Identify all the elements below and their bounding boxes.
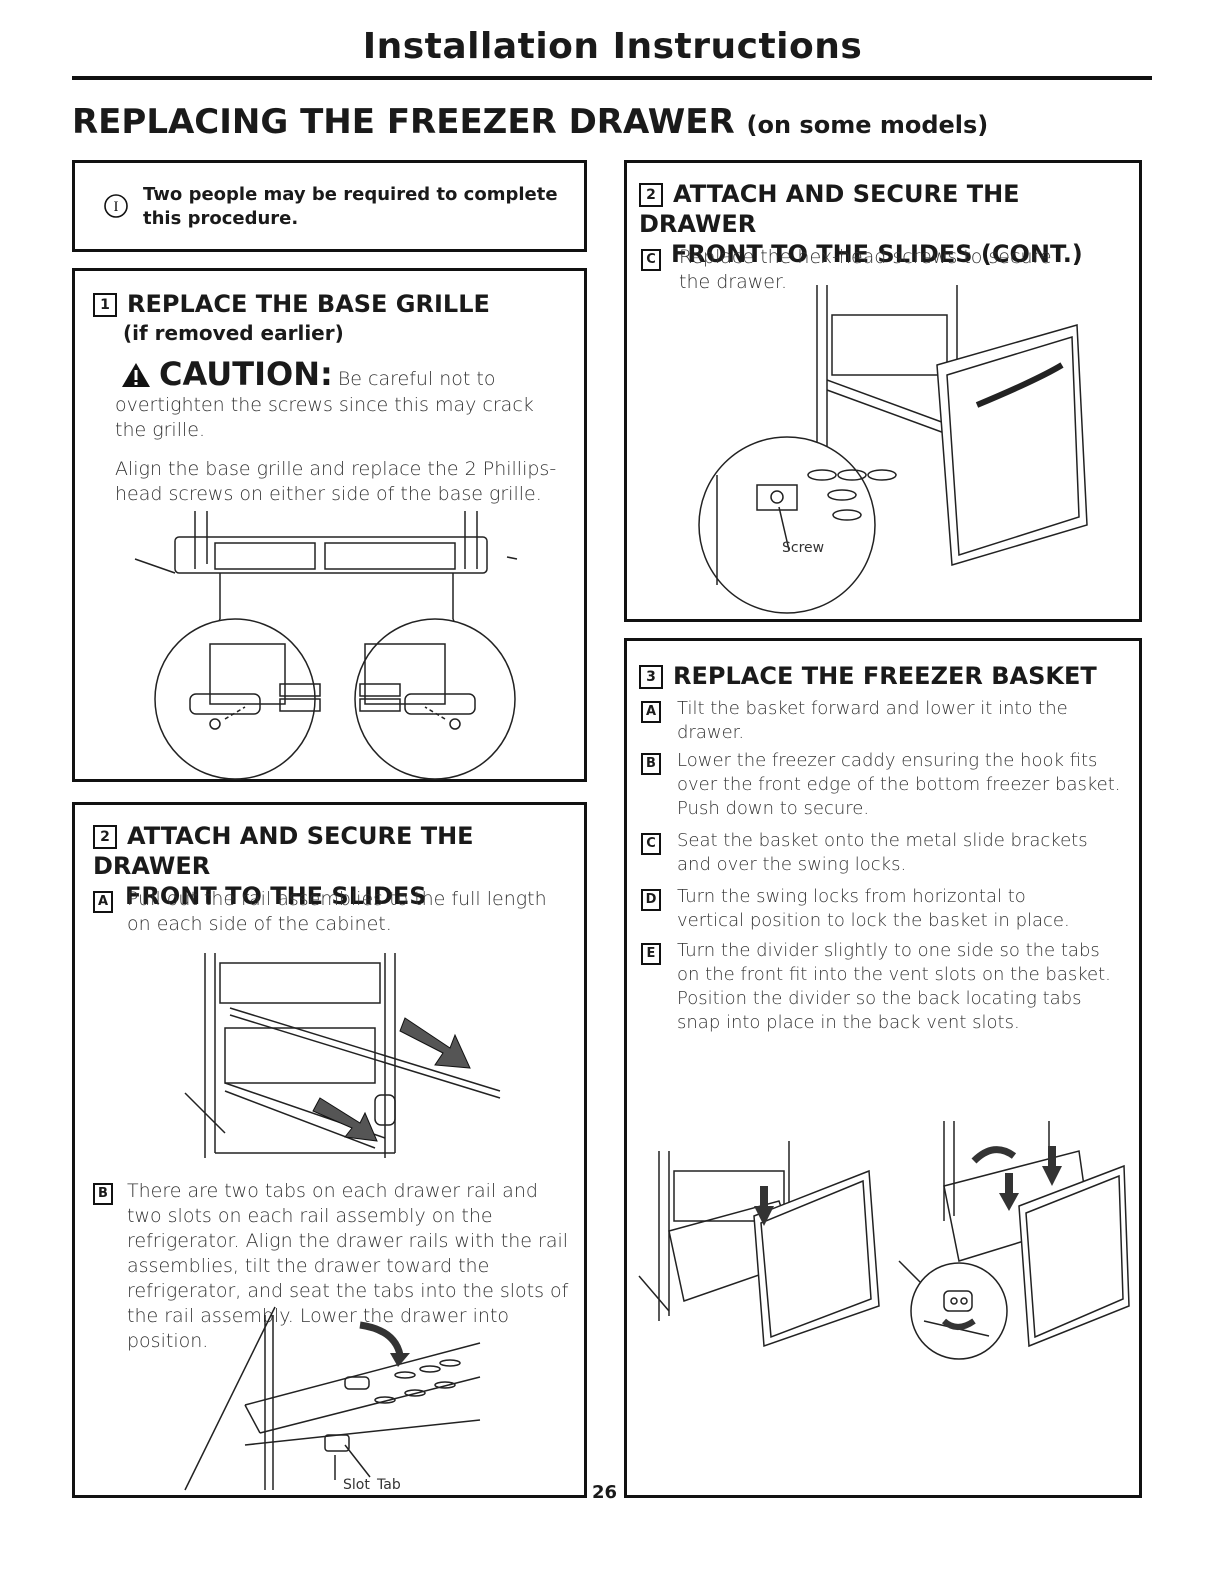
section-title: REPLACING THE FREEZER DRAWER (on some mo… bbox=[72, 102, 988, 142]
step3-b-text: Lower the freezer caddy ensuring the hoo… bbox=[677, 750, 1121, 819]
caution-text-inline: Be careful not to bbox=[337, 368, 496, 390]
header-rule bbox=[72, 76, 1152, 80]
step1-subtitle: (if removed earlier) bbox=[123, 321, 344, 345]
step3-letter-c: C bbox=[641, 833, 661, 855]
step2-letter-b: B bbox=[93, 1183, 113, 1205]
label-slot: Slot bbox=[343, 1477, 370, 1493]
rail-assemblies-illustration bbox=[184, 953, 501, 1158]
step2-b-text: There are two tabs on each drawer rail a… bbox=[127, 1180, 569, 1352]
note-text: Two people may be required to complete t… bbox=[143, 184, 558, 229]
freezer-basket-illustration bbox=[638, 1121, 1130, 1360]
caution-label: CAUTION: bbox=[159, 355, 333, 393]
base-grille-illustration bbox=[134, 511, 518, 780]
caution-triangle-icon bbox=[122, 363, 150, 387]
step3-e-text: Turn the divider slightly to one side so… bbox=[677, 940, 1111, 1033]
step3-d-text: Turn the swing locks from horizontal to … bbox=[677, 886, 1070, 931]
step2-a-text: Pull out the rail assemblies to the full… bbox=[127, 888, 547, 935]
section-title-main: REPLACING THE FREEZER DRAWER bbox=[72, 102, 735, 142]
step2-cont-number: 2 bbox=[639, 183, 663, 207]
step1-number: 1 bbox=[93, 293, 117, 317]
page-number: 26 bbox=[592, 1482, 618, 1503]
info-icon: I bbox=[104, 194, 128, 218]
step3-number: 3 bbox=[639, 665, 663, 689]
slot-tab-illustration bbox=[184, 1306, 481, 1491]
step3-letter-b: B bbox=[641, 753, 661, 775]
label-screw: Screw bbox=[782, 540, 825, 556]
step3-a-text: Tilt the basket forward and lower it int… bbox=[677, 698, 1068, 743]
note-box: I Two people may be required to complete… bbox=[72, 160, 587, 252]
step1-instruction: Align the base grille and replace the 2 … bbox=[115, 458, 557, 505]
caution-text-rest: overtighten the screws since this may cr… bbox=[115, 394, 534, 441]
step2-cont-c-text: Replace the hex-head screws to secure th… bbox=[679, 246, 1052, 293]
step2-number: 2 bbox=[93, 825, 117, 849]
step2-letter-a: A bbox=[93, 891, 113, 913]
step3-letter-a: A bbox=[641, 701, 661, 723]
step3-c-text: Seat the basket onto the metal slide bra… bbox=[677, 830, 1088, 875]
step3-letter-d: D bbox=[641, 889, 661, 911]
section-title-subtitle: (on some models) bbox=[746, 111, 989, 139]
svg-text:I: I bbox=[114, 199, 119, 215]
caution-line: CAUTION: Be careful not to bbox=[159, 355, 495, 393]
step3-letter-e: E bbox=[641, 943, 661, 965]
drawer-screw-illustration bbox=[698, 285, 1088, 614]
page-header-title: Installation Instructions bbox=[362, 26, 863, 67]
step2-cont-letter-c: C bbox=[641, 249, 661, 271]
label-tab: Tab bbox=[377, 1477, 401, 1493]
